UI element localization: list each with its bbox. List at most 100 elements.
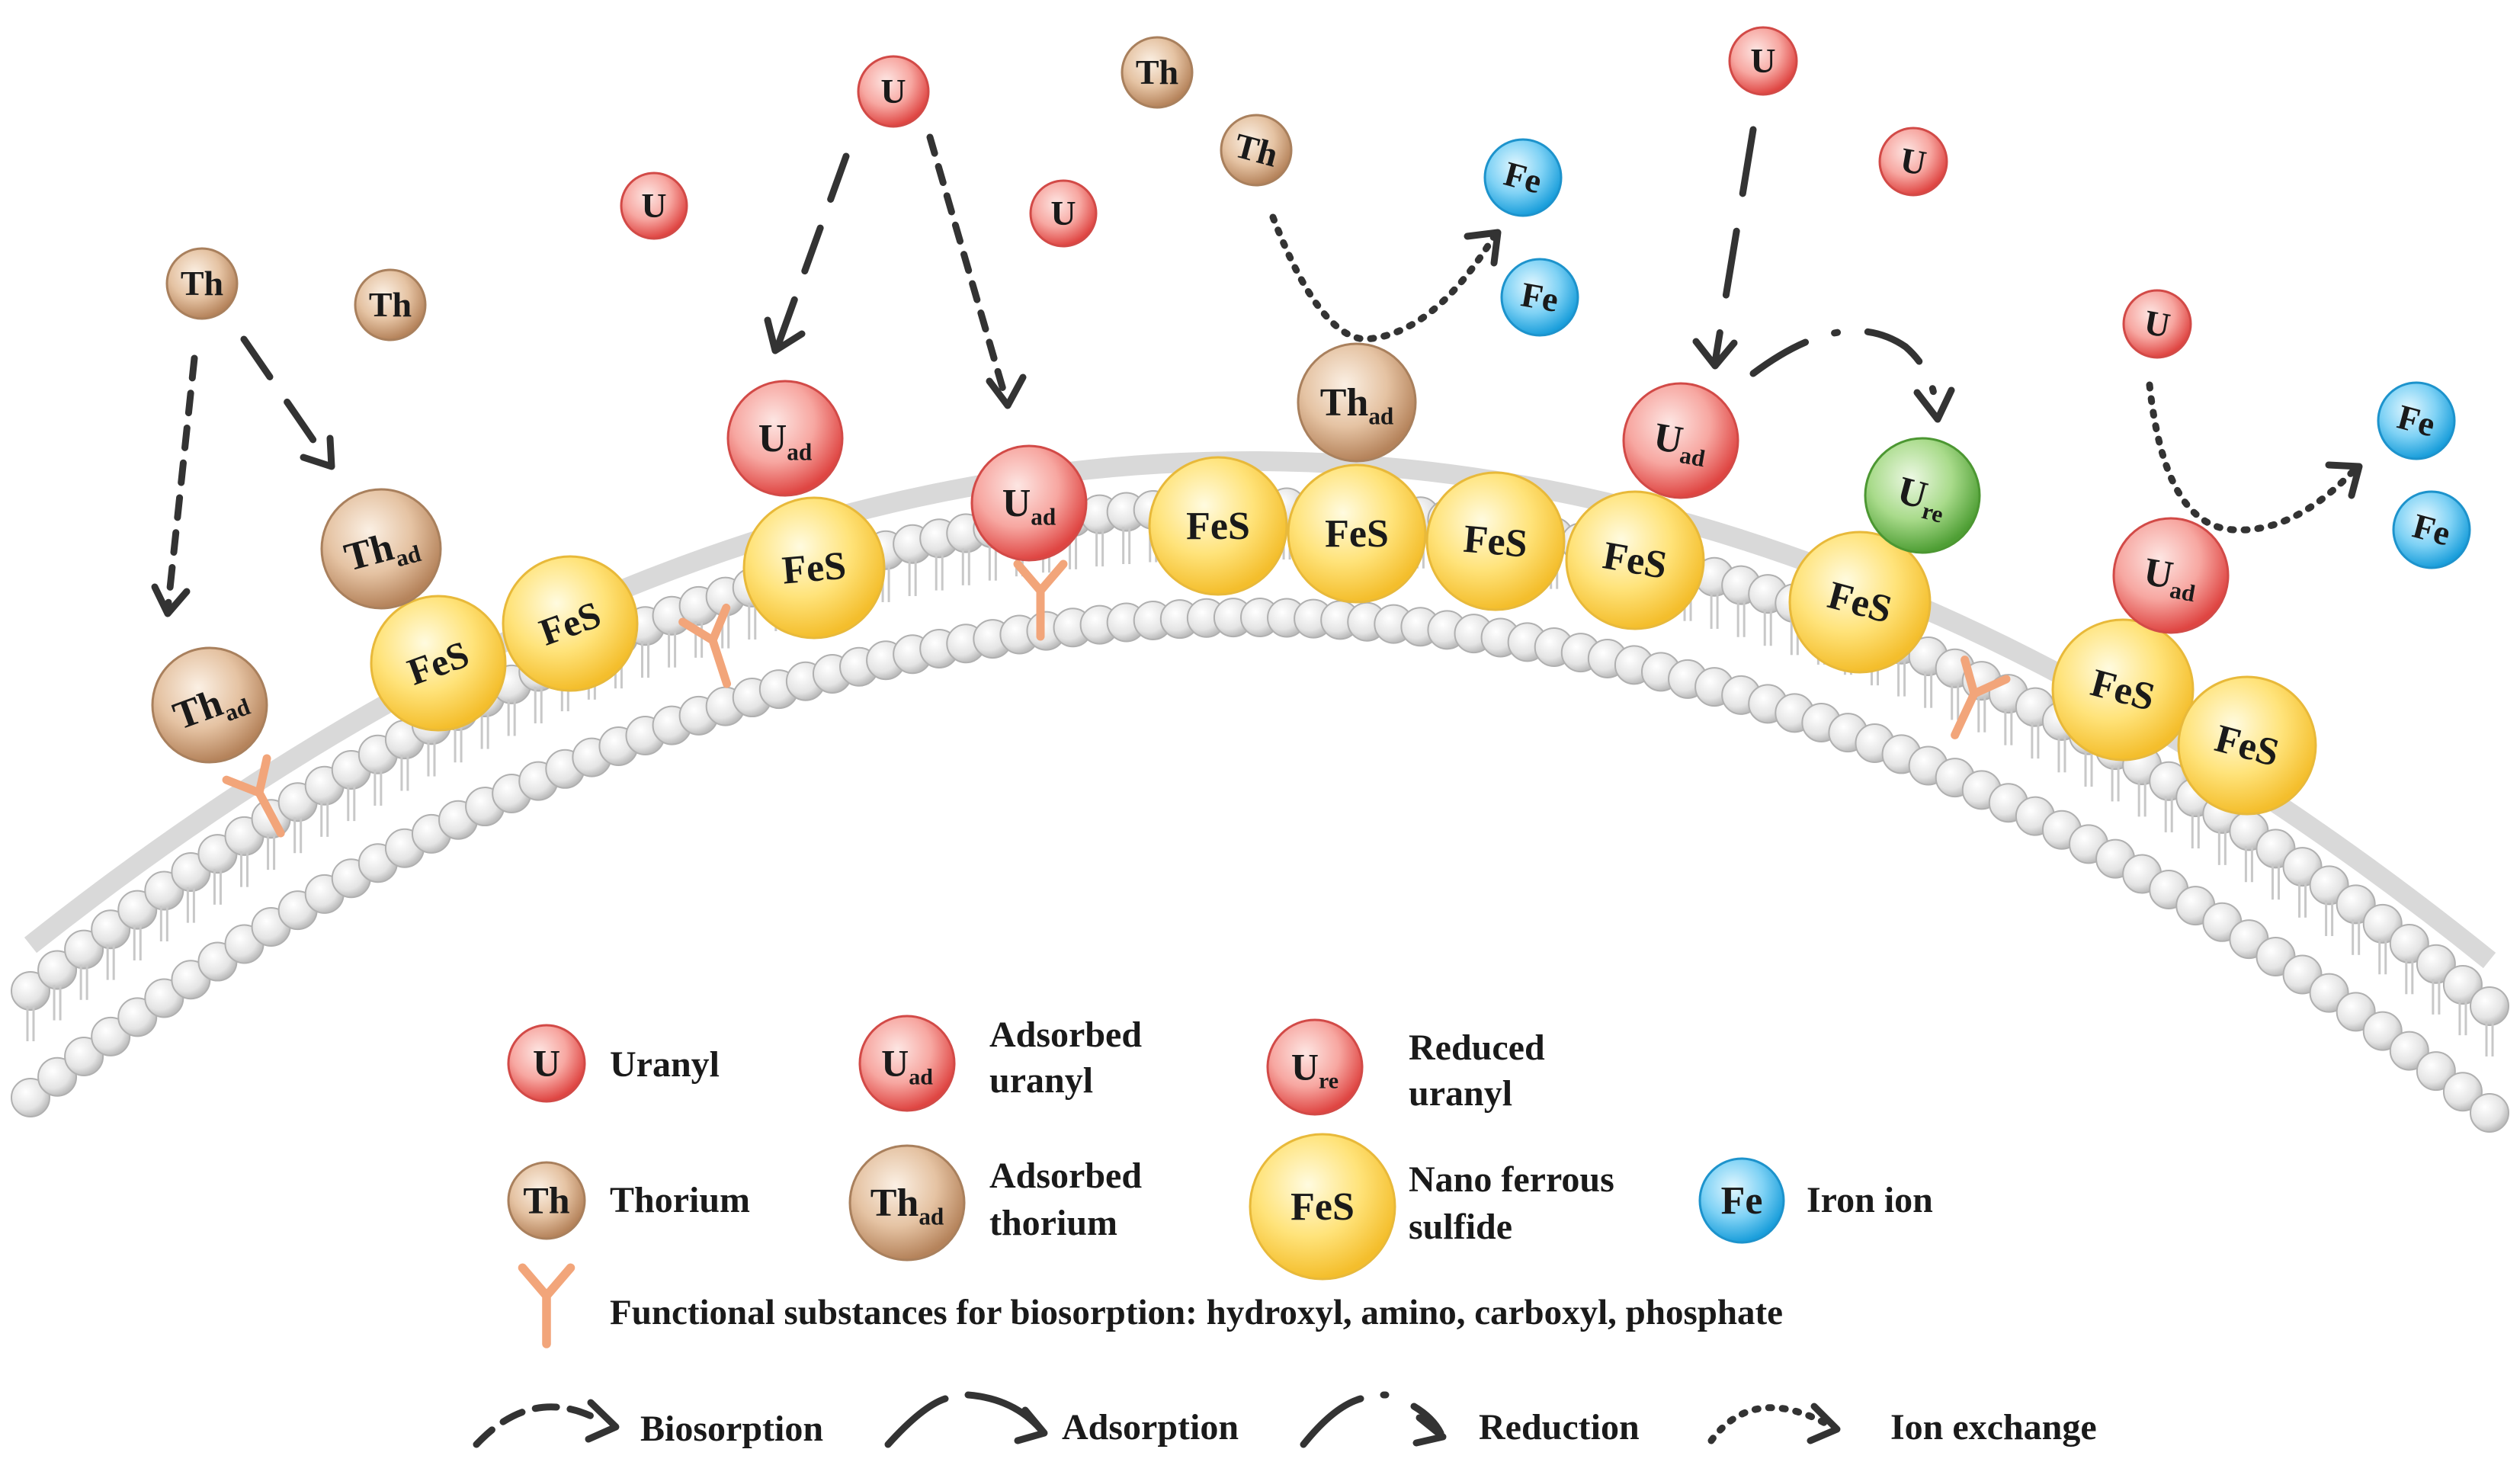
fes-particle: FeS [1565,490,1705,630]
adsorbed-thorium: Thad [320,488,442,610]
lipid-head [2336,884,2376,925]
svg-text:U: U [533,1042,560,1085]
uranyl-ion: U [1878,127,1948,197]
legend-biosorption-arrow [473,1399,620,1448]
lipid-heads-inner [11,598,2509,1133]
legend-reduced-uranyl-label-1: Reduced [1409,1028,1545,1068]
fes-particle: FeS [1148,456,1288,596]
svg-text:Fe: Fe [1721,1179,1763,1223]
svg-text:U: U [1750,41,1775,80]
legend-adsorption-arrow [884,1391,1048,1448]
lipid-head [2416,944,2456,984]
svg-text:Th: Th [523,1179,569,1222]
svg-text:U: U [1050,194,1076,232]
adsorbed-uranyl: Uad [726,380,844,497]
adsorbed-thorium: Thad [1297,342,1417,463]
svg-text:Fe: Fe [1518,274,1562,319]
arrow-head [986,374,1027,409]
arrow-heads [151,229,2363,617]
svg-text:Uad: Uad [1650,415,1710,472]
svg-text:Thad: Thad [1320,381,1394,429]
thorium-ion: Th [1121,36,1194,109]
adsorption-arrow-th [240,335,332,465]
svg-text:Thad: Thad [870,1181,944,1230]
legend-thorium-icon: Th [507,1161,586,1240]
legend-adsorbed-uranyl-label-2: uranyl [989,1060,1093,1101]
legend-adsorbed-thorium-label-1: Adsorbed [989,1156,1142,1196]
lipid-head [37,950,78,990]
fes-particle: FeS [1788,531,1932,674]
fes-particle: FeS [2051,618,2195,761]
ion-exchange-arrow-2 [2146,381,2359,534]
adsorption-arrow-u-2 [1711,126,1757,366]
svg-text:Uad: Uad [881,1042,933,1090]
iron-ion: Fe [1500,258,1579,337]
reduction-arrow [1749,327,1940,419]
legend-reduced-uranyl-icon: Ure [1266,1018,1364,1116]
legend-fes-label-2: sulfide [1409,1207,1512,1247]
functional-group-icon [222,754,285,838]
lipid-head [64,1036,104,1076]
ion-exchange-arrow-1 [1269,213,1498,343]
arrow-head [2325,461,2363,499]
legend-adsorbed-thorium-icon: Thad [848,1144,966,1262]
legend-uranyl-icon: U [507,1024,586,1103]
arrow-head [300,434,335,470]
legend-iron-icon: Fe [1698,1157,1785,1244]
lipid-head [2389,923,2429,963]
legend-adsorbed-uranyl-label-1: Adsorbed [989,1015,1142,1055]
biosorption-arrow-u [926,133,1010,404]
adsorption-arrow-u [774,152,850,351]
lipid-head [2442,1072,2483,1112]
functional-group-icon [678,603,732,688]
reduced-uranyl: Ure [1864,437,1981,554]
svg-text:U: U [880,72,906,111]
arrow-head [764,316,806,354]
lipid-head [2362,1011,2403,1051]
functional-groups [222,559,2011,838]
adsorbed-uranyl: Uad [1622,382,1739,499]
adsorbed-uranyl: Uad [970,444,1088,562]
legend-fes-icon: FeS [1249,1133,1396,1281]
thorium-ion: Th [354,268,427,341]
svg-text:Th: Th [369,285,412,324]
svg-text:FeS: FeS [1186,505,1250,548]
uranyl-ion: U [620,172,688,240]
fes-particle: FeS [370,595,507,732]
legend-biosorption-label: Biosorption [640,1409,823,1449]
uranyl-ion: U [2122,289,2192,359]
lipid-head [2389,1031,2429,1071]
svg-text:Th: Th [1136,53,1178,91]
legend-thorium-label: Thorium [610,1180,750,1220]
iron-ion: Fe [2377,381,2456,460]
legend-ion-exchange-arrow [1707,1403,1841,1444]
fes-particle: FeS [2177,675,2317,816]
lipid-head [64,929,104,970]
lipid-head [2442,965,2483,1005]
adsorbed-uranyl: Uad [2112,517,2230,634]
lipid-head [37,1056,78,1097]
legend-functional-label: Functional substances for biosorption: h… [610,1293,1783,1332]
legend-adsorbed-uranyl-icon: Uad [858,1015,956,1112]
svg-text:Th: Th [181,264,223,303]
iron-ion: Fe [1483,138,1563,217]
functional-group-icon [1951,656,2011,739]
svg-text:FeS: FeS [1462,518,1529,566]
lipid-head [2362,903,2403,944]
arrow-head [1692,338,1738,370]
fes-particle: FeS [1287,463,1427,604]
thorium-ion: Th [165,247,239,320]
functional-group-icon [1013,559,1068,641]
uranyl-ion: U [857,55,930,128]
svg-text:Ure: Ure [1291,1046,1339,1094]
legend-adsorbed-thorium-label-2: thorium [989,1203,1117,1243]
adsorbed-thorium: Thad [151,646,268,764]
lipid-head [2470,986,2509,1026]
process-arrows [164,126,2359,614]
svg-text:U: U [641,186,666,225]
legend-iron-label: Iron ion [1807,1180,1933,1220]
legend-ion-exchange-label: Ion exchange [1890,1407,2097,1448]
